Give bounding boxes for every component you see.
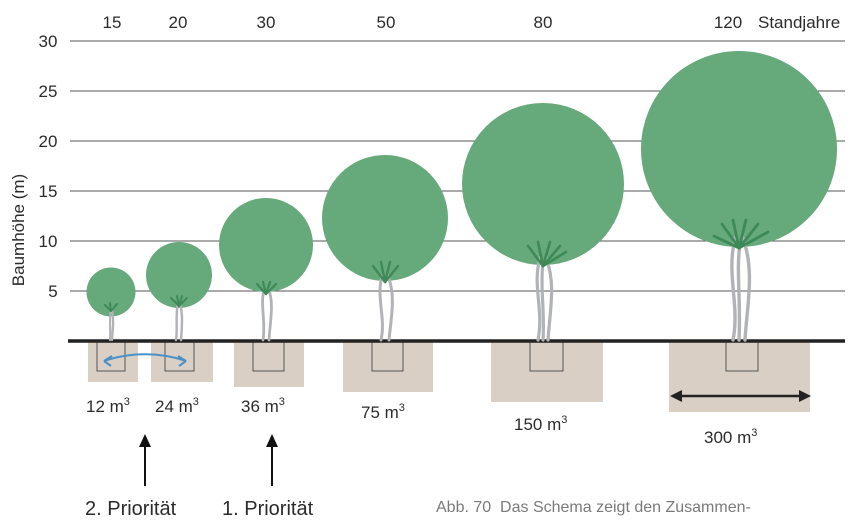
y-tick-10: 10 xyxy=(39,232,58,251)
y-tick-5: 5 xyxy=(48,282,57,301)
tree-icon xyxy=(219,198,313,342)
y-tick-30: 30 xyxy=(39,32,58,51)
root-space-1 xyxy=(88,342,138,382)
planting-pit-4 xyxy=(371,342,404,372)
volume-label-3: 36 m3 xyxy=(241,396,285,416)
y-tick-20: 20 xyxy=(39,132,58,151)
y-tick-labels: 30 25 20 15 10 5 xyxy=(39,32,58,301)
year-label-20: 20 xyxy=(169,13,188,32)
year-label-80: 80 xyxy=(534,13,553,32)
root-space-6 xyxy=(669,342,810,412)
double-arrow-icon xyxy=(103,353,187,367)
tree-canopy-1 xyxy=(86,267,136,317)
volume-label-4: 75 m3 xyxy=(361,402,405,422)
tree-icon xyxy=(641,51,837,342)
second-priority-label: 2. Priorität xyxy=(85,498,177,520)
year-labels: 15 20 30 50 80 120 Standjahre xyxy=(103,13,841,32)
planting-pit-5 xyxy=(529,342,564,372)
planting-pit-3 xyxy=(252,342,285,372)
volume-label-5: 150 m3 xyxy=(514,414,567,434)
year-label-15: 15 xyxy=(103,13,122,32)
tree-canopy-3 xyxy=(219,198,313,292)
first-priority-label: 1. Priorität xyxy=(222,498,314,520)
y-tick-15: 15 xyxy=(39,182,58,201)
y-axis-label: Baumhöhe (m) xyxy=(9,174,28,286)
volume-label-2: 24 m3 xyxy=(155,396,199,416)
trees xyxy=(86,51,837,342)
up-arrow-icon xyxy=(139,434,151,486)
tree-icon xyxy=(462,103,624,342)
year-label-50: 50 xyxy=(377,13,396,32)
tree-canopy-6 xyxy=(641,51,837,247)
tree-canopy-5 xyxy=(462,103,624,265)
root-spaces xyxy=(88,342,810,412)
root-space-2 xyxy=(151,342,213,382)
y-tick-25: 25 xyxy=(39,82,58,101)
root-space-4 xyxy=(343,342,433,392)
year-label-120: 120 xyxy=(714,13,742,32)
volume-labels: 12 m3 24 m3 36 m3 75 m3 150 m3 300 m3 xyxy=(86,396,757,447)
year-label-30: 30 xyxy=(257,13,276,32)
volume-label-6: 300 m3 xyxy=(704,427,757,447)
root-space-5 xyxy=(491,342,603,402)
figure-caption: Abb. 70 Das Schema zeigt den Zusammen- xyxy=(436,499,751,516)
tree-icon xyxy=(146,242,212,342)
planting-pit-6 xyxy=(725,342,759,372)
years-axis-label: Standjahre xyxy=(758,13,840,32)
tree-canopy-4 xyxy=(322,155,448,281)
tree-icon xyxy=(322,155,448,342)
volume-label-1: 12 m3 xyxy=(86,396,130,416)
root-space-3 xyxy=(234,342,304,387)
double-arrow-icon xyxy=(670,390,811,402)
up-arrow-icon xyxy=(266,434,278,486)
tree-canopy-2 xyxy=(146,242,212,308)
tree-icon xyxy=(86,267,136,342)
